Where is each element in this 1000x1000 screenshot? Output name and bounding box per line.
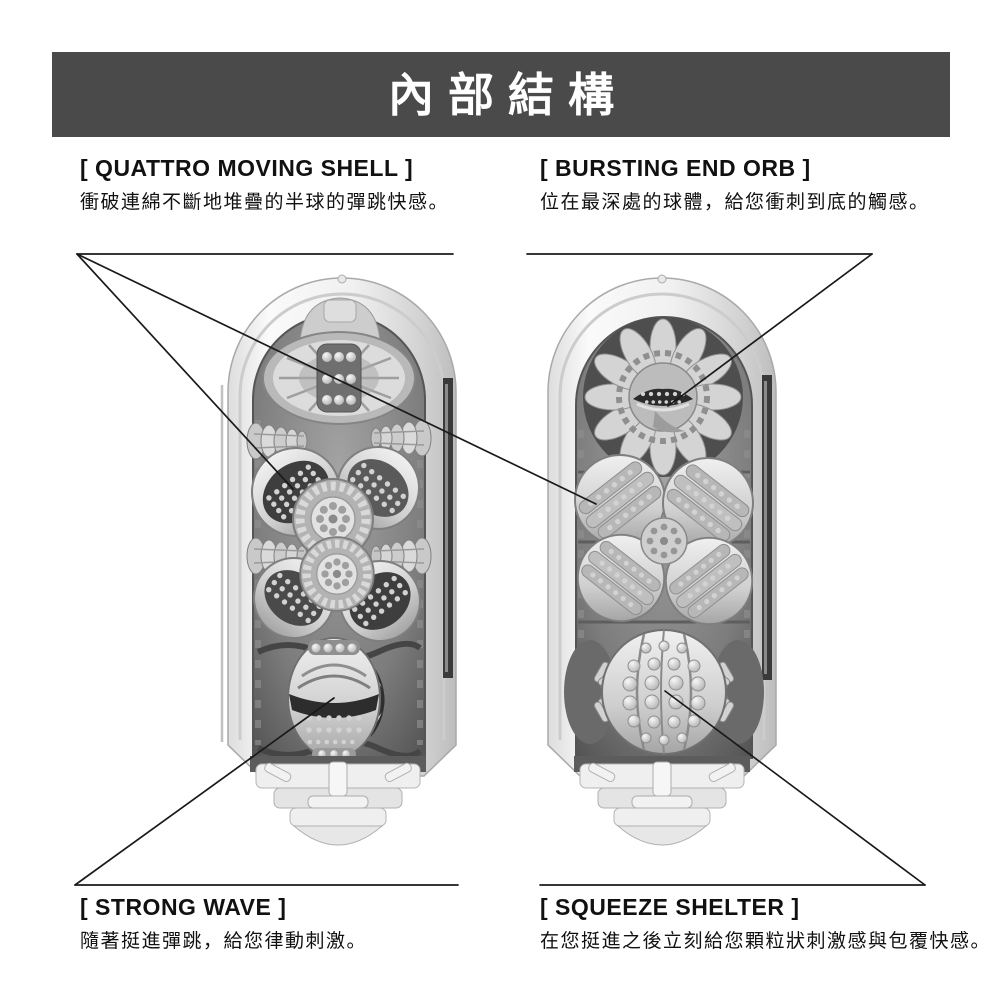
callout-quattro-moving-shell: [ QUATTRO MOVING SHELL ] 衝破連綿不斷地堆疊的半球的彈跳… (80, 155, 540, 215)
feature-description-bursting-end-orb: 位在最深處的球體，給您衝刺到底的觸感。 (540, 192, 930, 214)
callout-strong-wave: [ STRONG WAVE ] 隨著挺進彈跳，給您律動刺激。 (80, 894, 540, 954)
feature-description-strong-wave: 隨著挺進彈跳，給您律動刺激。 (80, 931, 368, 953)
callout-bursting-end-orb: [ BURSTING END ORB ] 位在最深處的球體，給您衝刺到底的觸感。 (540, 155, 1000, 215)
leader-bursting-to-orb (667, 253, 873, 407)
section-title-banner: 內部結構 (52, 52, 950, 137)
product-cutaway-side (547, 274, 777, 846)
feature-title-bursting-end-orb: [ BURSTING END ORB ] (540, 155, 811, 181)
callout-squeeze-shelter: [ SQUEEZE SHELTER ] 在您挺進之後立刻給您顆粒狀刺激感與包覆快… (540, 894, 1000, 954)
feature-title-strong-wave: [ STRONG WAVE ] (80, 894, 287, 920)
callout-connector-lines (74, 253, 926, 886)
section-title: 內部結構 (388, 68, 628, 121)
feature-description-quattro-moving-shell: 衝破連綿不斷地堆疊的半球的彈跳快感。 (80, 192, 450, 214)
leader-squeeze-to-ball (664, 690, 926, 886)
product-cutaway-front (220, 274, 457, 846)
leader-quattro-to-front-shell (76, 253, 294, 490)
leader-quattro-to-side-shell (76, 253, 597, 505)
feature-description-squeeze-shelter: 在您挺進之後立刻給您顆粒狀刺激感與包覆快感。 (540, 931, 992, 953)
feature-title-squeeze-shelter: [ SQUEEZE SHELTER ] (540, 894, 800, 920)
leader-strongwave-to-egg (74, 697, 335, 886)
feature-title-quattro-moving-shell: [ QUATTRO MOVING SHELL ] (80, 155, 414, 181)
